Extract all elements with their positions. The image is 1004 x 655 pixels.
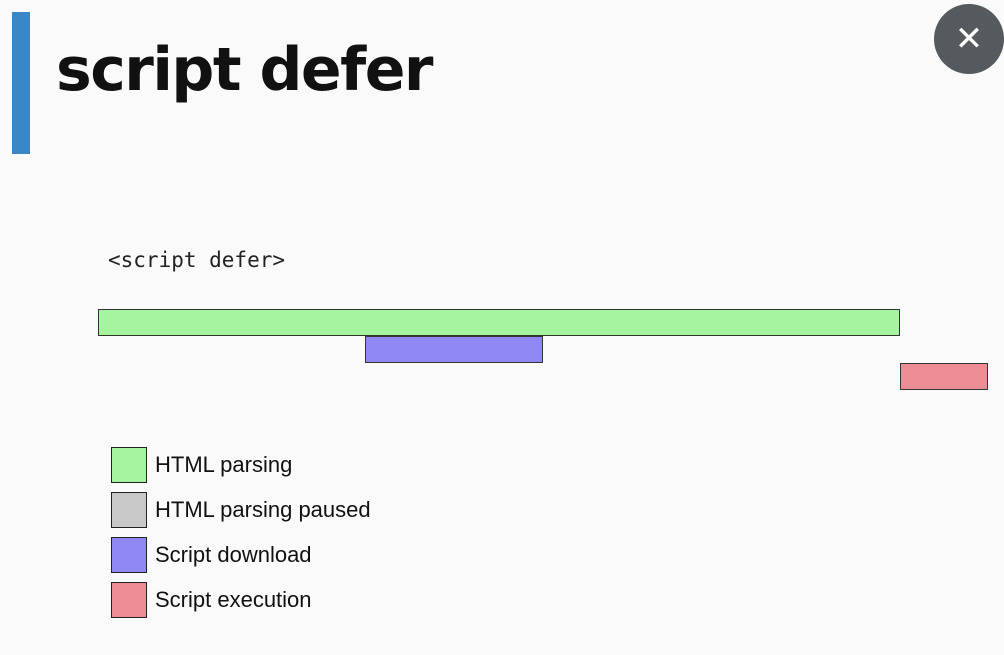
legend-item-html-parsing-paused: HTML parsing paused: [111, 492, 371, 528]
slide-title: script defer: [56, 35, 433, 105]
close-icon: ✕: [954, 19, 984, 59]
legend-swatch-script-execution: [111, 582, 147, 618]
close-button[interactable]: ✕: [934, 4, 1004, 74]
timeline-bar-script-execution: [900, 363, 989, 390]
legend-label: Script execution: [155, 587, 312, 612]
legend-item-script-download: Script download: [111, 537, 371, 573]
legend-item-script-execution: Script execution: [111, 582, 371, 618]
legend-swatch-html-parsing-paused: [111, 492, 147, 528]
legend-item-html-parsing: HTML parsing: [111, 447, 371, 483]
legend-swatch-script-download: [111, 537, 147, 573]
legend-label: HTML parsing: [155, 452, 293, 477]
legend-label: Script download: [155, 542, 312, 567]
legend-label: HTML parsing paused: [155, 497, 371, 522]
code-label: <script defer>: [108, 248, 286, 272]
legend-swatch-html-parsing: [111, 447, 147, 483]
legend: HTML parsing HTML parsing paused Script …: [111, 447, 371, 627]
timeline-bar-script-download: [365, 336, 544, 363]
timeline-bar-html-parsing: [98, 309, 900, 336]
title-accent-bar: [12, 12, 30, 154]
